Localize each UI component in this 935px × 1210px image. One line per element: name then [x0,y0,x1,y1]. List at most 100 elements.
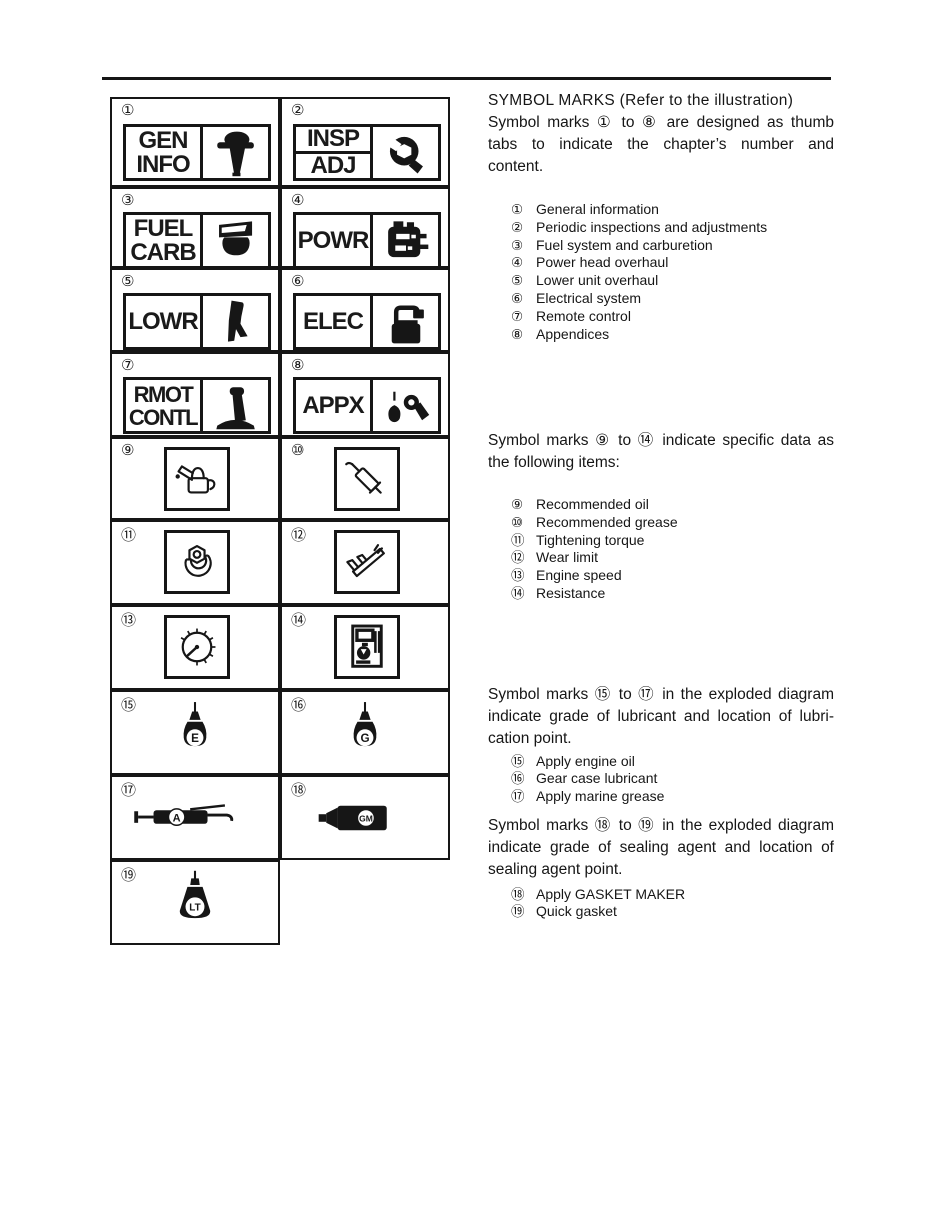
symbol-cell-16: ⑯ G [280,690,450,775]
tab-label: APPX [296,380,373,431]
symbol-cell-5: ⑤ LOWR [110,268,280,352]
lubricant-letter: G [360,731,369,744]
grease-gun-apply-icon: A [112,777,278,858]
tab-label: ELEC [296,296,373,347]
vernier-caliper-icon [334,530,400,594]
symbol-cell-6: ⑥ ELEC [280,268,450,352]
sealant-letter: GM [359,813,373,823]
intro-section: SYMBOL MARKS (Refer to the illustration)… [488,92,834,175]
torque-wrench-icon [164,530,230,594]
lower-unit-icon [203,296,268,347]
circled-number: ⑥ [291,272,305,290]
grease-gun-icon [334,447,400,511]
gasket-bottle-icon: LT [112,862,278,943]
tachometer-icon [164,615,230,679]
circled-number: ⑲ [121,866,137,884]
tab-label: INSP ADJ [296,127,373,178]
circled-number: ⑪ [121,526,137,544]
thumb-tab: FUEL CARB [123,212,271,269]
symbol-cell-4: ④ POWR [280,187,450,269]
remote-control-icon [203,380,268,431]
symbol-cell-3: ③ FUEL CARB [110,187,280,269]
symbol-cell-8: ⑧ APPX [280,352,450,437]
circled-number: ⑮ [121,696,137,714]
symbol-cell-10: ⑩ [280,437,450,520]
multimeter-icon [334,615,400,679]
page-title: SYMBOL MARKS (Refer to the illustration) [488,92,794,109]
top-rule [102,77,831,80]
oiler-bottle-icon: E [112,692,278,773]
thumb-tab: POWR [293,212,441,269]
symbol-cell-15: ⑮ E [110,690,280,775]
sealant-tube-icon: GM [282,777,448,858]
circled-number: ② [291,101,305,119]
thumb-tab: GEN INFO [123,124,271,181]
symbol-cell-19: ⑲ LT [110,860,280,945]
symbol-cell-17: ⑰ A [110,775,280,860]
circled-number: ⑯ [291,696,307,714]
circled-number: ⑭ [291,611,307,629]
lubricant-letter: A [173,812,181,824]
tab-label: GEN INFO [126,127,203,178]
sealant-section: Symbol marks ⑱ to ⑲ in the exploded diag… [488,817,834,878]
circled-number: ⑤ [121,272,135,290]
sealant-letter: LT [189,902,200,913]
circled-number: ⑨ [121,441,135,459]
tab-label: RMOT CONTL [126,380,203,431]
oiler-and-tool-icon [373,380,438,431]
tab-label: FUEL CARB [126,215,203,266]
circled-number: ⑱ [291,781,307,799]
symbol-cell-11: ⑪ [110,520,280,605]
symbol-cell-7: ⑦ RMOT CONTL [110,352,280,437]
oil-can-icon [164,447,230,511]
symbol-cell-12: ⑫ [280,520,450,605]
circled-number: ⑩ [291,441,305,459]
tab-label: LOWR [126,296,203,347]
thumb-tab: ELEC [293,293,441,350]
symbol-cell-14: ⑭ [280,605,450,690]
circled-number: ④ [291,191,305,209]
thumb-tab: LOWR [123,293,271,350]
circled-number: ⑰ [121,781,137,799]
lubricant-letter: E [191,731,199,744]
fuel-carburetor-icon [203,215,268,266]
symbol-cell-2: ② INSP ADJ [280,97,450,187]
symbol-cell-13: ⑬ [110,605,280,690]
symbol-table: ① GEN INFO ② [110,97,450,945]
battery-icon [373,296,438,347]
wrench-nut-icon [373,127,438,178]
circled-number: ① [121,101,135,119]
tab-label: POWR [296,215,373,266]
circled-number: ⑧ [291,356,305,374]
symbol-cell-9: ⑨ [110,437,280,520]
symbol-cell-1: ① GEN INFO [110,97,280,187]
oiler-bottle-icon: G [282,692,448,773]
data-section: Symbol marks ⑨ to ⑭ indicate specific da… [488,432,834,471]
circled-number: ③ [121,191,135,209]
circled-number: ⑫ [291,526,307,544]
outboard-motor-icon [203,127,268,178]
